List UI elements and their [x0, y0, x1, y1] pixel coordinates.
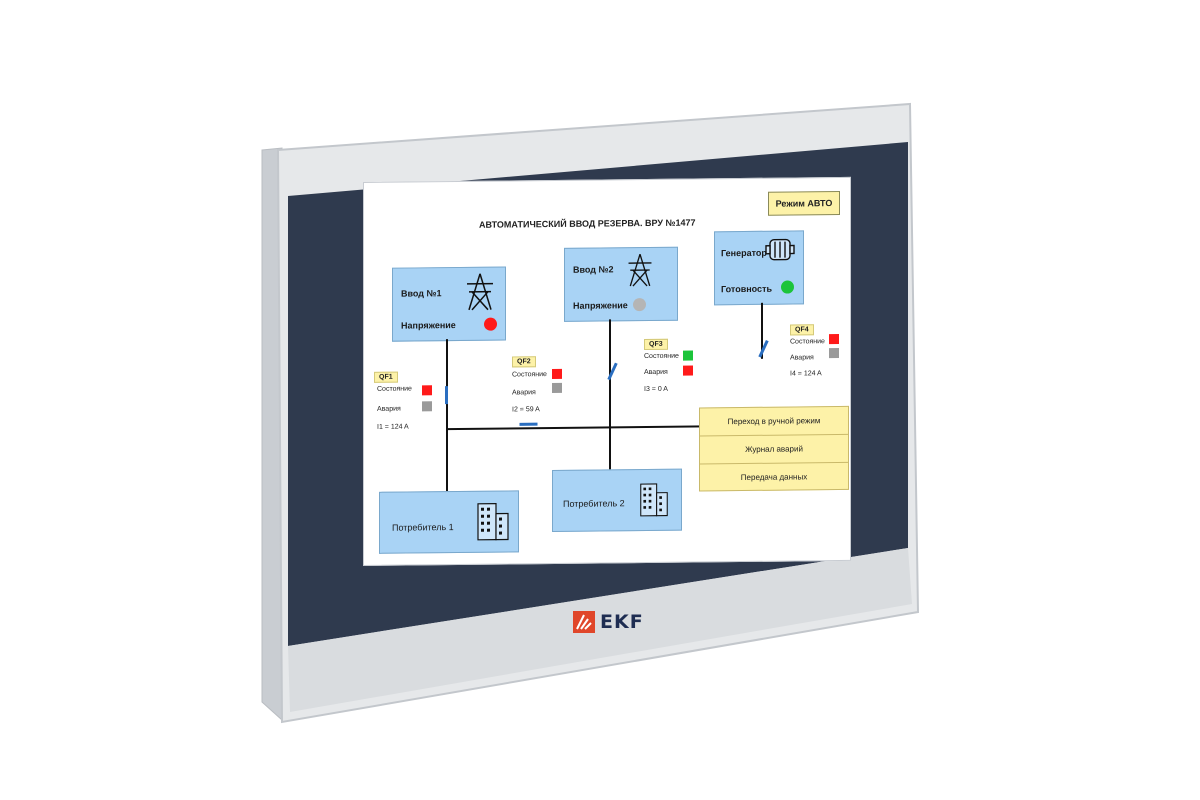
- qf3-state-indicator: [683, 350, 693, 361]
- input2-voltage-label: Напряжение: [573, 300, 628, 311]
- qf2-switch[interactable]: [519, 422, 538, 426]
- consumer1-panel[interactable]: Потребитель 1: [379, 490, 519, 554]
- qf1-state-indicator: [422, 385, 432, 396]
- consumer1-label: Потребитель 1: [392, 522, 454, 533]
- input1-voltage-lamp: [484, 317, 497, 331]
- qf3-block: QF3: [644, 333, 668, 351]
- generator-label: Генератор: [721, 247, 767, 259]
- qf2-state-indicator: [552, 368, 562, 380]
- feeder-line-2: [609, 319, 611, 470]
- building-icon: [640, 483, 668, 517]
- generator-ready-lamp: [781, 280, 794, 294]
- brand-name: EKF: [600, 611, 644, 633]
- consumer2-panel[interactable]: Потребитель 2: [552, 468, 682, 533]
- qf4-state-label: Состояние: [790, 338, 825, 346]
- feeder-line-1: [446, 339, 448, 492]
- input2-panel: Ввод №2 Напряжение: [564, 246, 678, 322]
- generator-icon: [765, 238, 795, 261]
- power-tower-icon: [467, 273, 493, 311]
- qf4-alarm-label: Авария: [790, 354, 814, 362]
- input1-panel: Ввод №1 Напряжение: [392, 266, 506, 342]
- qf3-tag: QF3: [644, 338, 668, 351]
- input1-voltage-label: Напряжение: [401, 320, 456, 331]
- qf4-state-indicator: [829, 334, 839, 345]
- qf2-alarm-label: Авария: [512, 389, 536, 397]
- qf3-current: I3 = 0 A: [644, 385, 668, 394]
- actions-menu: Переход в ручной режим Журнал аварий Пер…: [699, 405, 849, 492]
- qf2-current: I2 = 59 A: [512, 406, 540, 414]
- alarm-log-button[interactable]: Журнал аварий: [700, 434, 848, 465]
- power-tower-icon: [628, 254, 652, 287]
- qf1-alarm-indicator: [422, 401, 432, 412]
- input2-voltage-lamp: [633, 298, 646, 312]
- qf3-alarm-indicator: [683, 365, 693, 376]
- qf4-current: I4 = 124 A: [790, 370, 822, 378]
- hmi-screen: АВТОМАТИЧЕСКИЙ ВВОД РЕЗЕРВА. ВРУ №1477 Р…: [363, 176, 851, 566]
- qf1-alarm-label: Авария: [377, 405, 401, 413]
- qf1-block: QF1: [374, 366, 398, 384]
- qf2-block: QF2: [512, 350, 536, 368]
- data-transfer-button[interactable]: Передача данных: [740, 472, 808, 483]
- brand-logo: EKF: [573, 611, 644, 633]
- consumer2-label: Потребитель 2: [563, 498, 625, 509]
- qf1-state-label: Состояние: [377, 385, 412, 393]
- ekf-logo-icon: [573, 611, 595, 633]
- qf1-current: I1 = 124 A: [377, 423, 409, 431]
- input1-label: Ввод №1: [401, 288, 442, 299]
- qf4-block: QF4: [790, 318, 814, 336]
- qf1-tag: QF1: [374, 371, 398, 383]
- qf3-state-label: Состояние: [644, 352, 679, 361]
- qf4-alarm-indicator: [829, 348, 839, 359]
- input2-label: Ввод №2: [573, 264, 614, 275]
- mode-auto-button[interactable]: Режим АВТО: [768, 191, 840, 216]
- building-icon: [477, 503, 509, 541]
- generator-panel: Генератор Готовность: [714, 230, 804, 306]
- qf2-alarm-indicator: [552, 382, 562, 394]
- manual-mode-button[interactable]: Переход в ручной режим: [700, 406, 848, 437]
- page-title: АВТОМАТИЧЕСКИЙ ВВОД РЕЗЕРВА. ВРУ №1477: [479, 217, 696, 230]
- generator-ready-label: Готовность: [721, 283, 773, 295]
- qf1-switch[interactable]: [445, 386, 448, 405]
- qf2-tag: QF2: [512, 356, 536, 368]
- qf3-alarm-label: Авария: [644, 368, 668, 377]
- qf2-state-label: Состояние: [512, 371, 547, 379]
- qf4-switch[interactable]: [758, 339, 769, 358]
- qf4-tag: QF4: [790, 324, 814, 336]
